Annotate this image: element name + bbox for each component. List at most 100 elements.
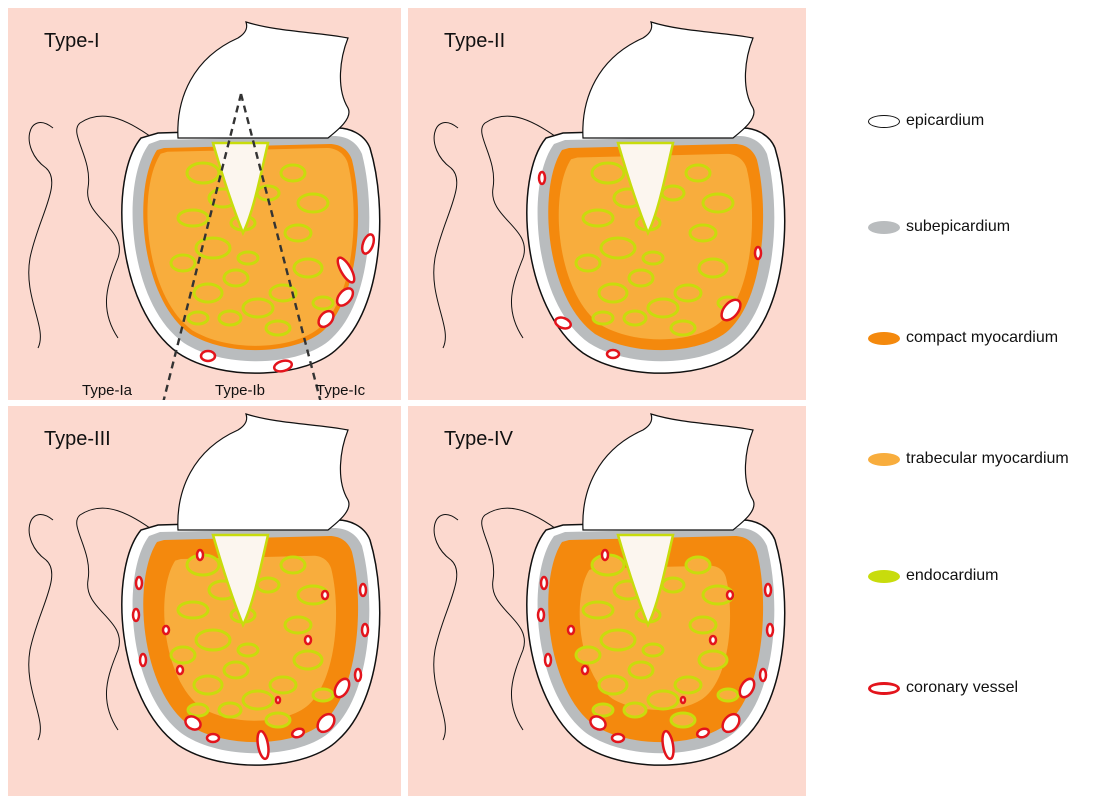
heart (29, 414, 380, 765)
trabecula (238, 252, 258, 264)
legend-item-trabecular-myocardium: trabecular myocardium (868, 450, 1069, 468)
trabecula (187, 163, 219, 183)
sublabel-type-ic: Type-Ic (316, 382, 365, 399)
coronary-vessel (136, 577, 142, 589)
legend-label: epicardium (906, 112, 984, 130)
legend-item-coronary-vessel: coronary vessel (868, 679, 1018, 697)
trabecula (648, 299, 678, 317)
coronary-vessel (362, 624, 368, 636)
coronary-vessel (177, 666, 183, 674)
panel-type-ii: Type-II (408, 8, 806, 400)
coronary-vessel (201, 351, 215, 361)
trabecula (662, 578, 684, 592)
outflow-atrium (583, 414, 754, 530)
coronary-vessel (305, 636, 311, 644)
trabecula (699, 651, 727, 669)
trabecula (629, 662, 653, 678)
trabecula (592, 163, 624, 183)
coronary-vessel (755, 247, 761, 259)
coronary-vessel (612, 734, 624, 742)
trabecula (690, 225, 716, 241)
coronary-vessel (133, 609, 139, 621)
coronary-vessel (545, 654, 551, 666)
trabecula (686, 165, 710, 181)
trabecula (699, 259, 727, 277)
legend: epicardium subepicardium compact myocard… (868, 0, 1112, 801)
trabecula (194, 676, 222, 694)
legend-item-endocardium: endocardium (868, 567, 999, 585)
heart (29, 22, 380, 373)
outflow-atrium (178, 22, 349, 138)
coronary-vessel (568, 626, 574, 634)
trabecula (194, 284, 222, 302)
trabecula (285, 225, 311, 241)
panel-type-iv: Type-IV (408, 406, 806, 796)
coronary-vessel (767, 624, 773, 636)
trabecula (266, 321, 290, 335)
trabecula (224, 270, 248, 286)
coronary-vessel (541, 577, 547, 589)
trabecula (285, 617, 311, 633)
heart-diagram-type-ii (408, 8, 806, 400)
heart (434, 22, 785, 373)
panel-type-i: Type-I Type-Ia Type-Ib Type-Ic (8, 8, 401, 400)
trabecula (599, 676, 627, 694)
trabecula (266, 713, 290, 727)
trabecula (686, 557, 710, 573)
trabecula (257, 578, 279, 592)
trabecula (629, 270, 653, 286)
trabecula (171, 647, 195, 663)
background-tissue-line (434, 123, 458, 348)
trabecula (643, 644, 663, 656)
trabecula (294, 651, 322, 669)
heart-diagram-type-iii (8, 406, 401, 796)
heart-diagram-type-i (8, 8, 401, 400)
sublabel-type-ib: Type-Ib (215, 382, 265, 399)
trabecula (576, 255, 600, 271)
subepicardium-swatch-icon (868, 221, 900, 234)
trabecula (624, 703, 646, 717)
coronary-vessel (582, 666, 588, 674)
trabecula (690, 617, 716, 633)
trabecula (648, 691, 678, 709)
trabecula (298, 194, 328, 212)
trabecula (294, 259, 322, 277)
trabecula (593, 312, 613, 324)
trabecula (219, 311, 241, 325)
coronary-vessel (607, 350, 619, 358)
legend-item-compact-myocardium: compact myocardium (868, 329, 1058, 347)
trabecula (188, 704, 208, 716)
coronary-vessel (710, 636, 716, 644)
legend-label: coronary vessel (906, 679, 1018, 697)
legend-label: compact myocardium (906, 329, 1058, 347)
legend-item-epicardium: epicardium (868, 112, 984, 130)
trabecula (281, 165, 305, 181)
coronary-vessel (197, 550, 203, 560)
coronary-vessel (360, 584, 366, 596)
trabecula (583, 602, 613, 618)
trabecula (313, 297, 333, 309)
trabecula (671, 321, 695, 335)
panel-title: Type-IV (444, 428, 513, 451)
trabecula (224, 662, 248, 678)
trabecula (718, 689, 738, 701)
coronary-vessel (207, 734, 219, 742)
legend-label: subepicardium (906, 218, 1010, 236)
epicardium-swatch-icon (868, 115, 900, 128)
trabecula (662, 186, 684, 200)
heart-diagram-type-iv (408, 406, 806, 796)
trabecula (675, 677, 701, 693)
trabecula (171, 255, 195, 271)
trabecula (675, 285, 701, 301)
background-tissue-line (434, 515, 458, 740)
legend-label: endocardium (906, 567, 999, 585)
trabecula (624, 311, 646, 325)
trabecula (601, 238, 635, 258)
endocardium-swatch-icon (868, 570, 900, 583)
coronary-vessel-swatch-icon (868, 682, 900, 695)
trabecula (583, 210, 613, 226)
trabecula (601, 630, 635, 650)
heart (434, 414, 785, 765)
trabecula (178, 602, 208, 618)
panel-title: Type-I (44, 30, 100, 53)
